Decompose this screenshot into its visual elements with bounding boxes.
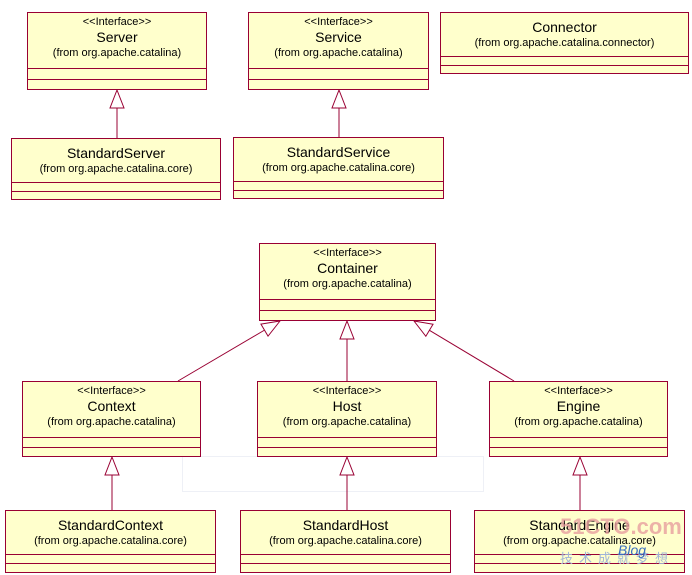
hollow-arrowhead-container xyxy=(412,320,434,338)
package-label: (from org.apache.catalina.connector) xyxy=(474,37,655,49)
class-name: Server xyxy=(96,29,138,45)
watermark-site: 51CTO.com xyxy=(560,514,682,539)
package-label: (from org.apache.catalina) xyxy=(52,47,182,59)
class-name: StandardServer xyxy=(66,145,166,161)
class-connector[interactable]: Connector (from org.apache.catalina.conn… xyxy=(440,12,689,74)
package-label: (from org.apache.catalina) xyxy=(514,416,643,428)
class-name: StandardEngine xyxy=(529,517,630,533)
attribute-divider xyxy=(441,56,688,57)
package-label: (from org.apache.catalina.core) xyxy=(269,535,422,547)
package-label: (from org.apache.catalina.core) xyxy=(503,535,656,547)
operation-divider xyxy=(23,447,200,448)
class-name: Container xyxy=(317,260,378,276)
attribute-divider xyxy=(28,68,206,69)
class-name: Service xyxy=(315,29,362,45)
class-server[interactable]: <<Interface>> Server (from org.apache.ca… xyxy=(27,12,207,90)
stereotype-label: <<Interface>> xyxy=(304,16,373,28)
stereotype-label: <<Interface>> xyxy=(82,16,152,28)
hollow-arrowhead-host xyxy=(339,455,355,476)
operation-divider xyxy=(28,79,206,80)
attribute-divider xyxy=(23,437,200,438)
package-label: (from org.apache.catalina) xyxy=(283,278,412,290)
package-label: (from org.apache.catalina) xyxy=(282,416,412,428)
attribute-divider xyxy=(490,437,667,438)
attribute-divider xyxy=(260,299,435,300)
class-name: Host xyxy=(332,398,362,414)
operation-divider xyxy=(12,191,220,192)
class-name: StandardHost xyxy=(302,517,389,533)
operation-divider xyxy=(260,310,435,311)
package-label: (from org.apache.catalina.core) xyxy=(39,163,193,175)
stereotype-label: <<Interface>> xyxy=(544,385,613,397)
class-name: Context xyxy=(87,398,136,414)
attribute-divider xyxy=(6,554,215,555)
operation-divider xyxy=(241,563,450,564)
operation-divider xyxy=(6,563,215,564)
operation-divider xyxy=(234,190,443,191)
package-label: (from org.apache.catalina.core) xyxy=(262,162,415,174)
stereotype-label: <<Interface>> xyxy=(312,385,382,397)
hollow-arrowhead-container xyxy=(339,319,355,340)
stereotype-label: <<Interface>> xyxy=(313,247,382,259)
attribute-divider xyxy=(241,554,450,555)
generalization-line-context xyxy=(177,329,265,382)
stereotype-label: <<Interface>> xyxy=(77,385,146,397)
hollow-arrowhead-server xyxy=(109,88,125,109)
watermark-logo: 51CTO.com 技术成就梦想 Blog xyxy=(520,514,690,572)
class-context[interactable]: <<Interface>> Context (from org.apache.c… xyxy=(22,381,201,457)
attribute-divider xyxy=(12,182,220,183)
class-service[interactable]: <<Interface>> Service (from org.apache.c… xyxy=(248,12,429,90)
class-name: StandardService xyxy=(286,144,391,160)
attribute-divider xyxy=(258,437,436,438)
class-container[interactable]: <<Interface>> Container (from org.apache… xyxy=(259,243,436,321)
watermark-slogan: 技术成就梦想 xyxy=(560,551,675,566)
attribute-divider xyxy=(475,554,684,555)
class-standard-service[interactable]: StandardService (from org.apache.catalin… xyxy=(233,137,444,199)
operation-divider xyxy=(249,79,428,80)
operation-divider xyxy=(441,65,688,66)
hollow-arrowhead-container xyxy=(260,320,282,338)
watermark-blog: Blog xyxy=(618,542,647,558)
class-name: StandardContext xyxy=(57,517,164,533)
class-standard-engine[interactable]: StandardEngine (from org.apache.catalina… xyxy=(474,510,685,573)
operation-divider xyxy=(258,447,436,448)
class-engine[interactable]: <<Interface>> Engine (from org.apache.ca… xyxy=(489,381,668,457)
hollow-arrowhead-service xyxy=(331,88,347,109)
generalization-line-engine xyxy=(429,329,515,382)
package-label: (from org.apache.catalina) xyxy=(47,416,176,428)
operation-divider xyxy=(490,447,667,448)
class-standard-host[interactable]: StandardHost (from org.apache.catalina.c… xyxy=(240,510,451,573)
attribute-divider xyxy=(234,181,443,182)
package-label: (from org.apache.catalina) xyxy=(274,47,403,59)
hollow-arrowhead-engine xyxy=(572,455,588,476)
attribute-divider xyxy=(249,68,428,69)
operation-divider xyxy=(475,563,684,564)
class-standard-context[interactable]: StandardContext (from org.apache.catalin… xyxy=(5,510,216,573)
class-name: Connector xyxy=(532,19,597,35)
class-host[interactable]: <<Interface>> Host (from org.apache.cata… xyxy=(257,381,437,457)
class-standard-server[interactable]: StandardServer (from org.apache.catalina… xyxy=(11,138,221,200)
package-label: (from org.apache.catalina.core) xyxy=(34,535,187,547)
hollow-arrowhead-context xyxy=(104,455,120,476)
class-name: Engine xyxy=(556,398,601,414)
